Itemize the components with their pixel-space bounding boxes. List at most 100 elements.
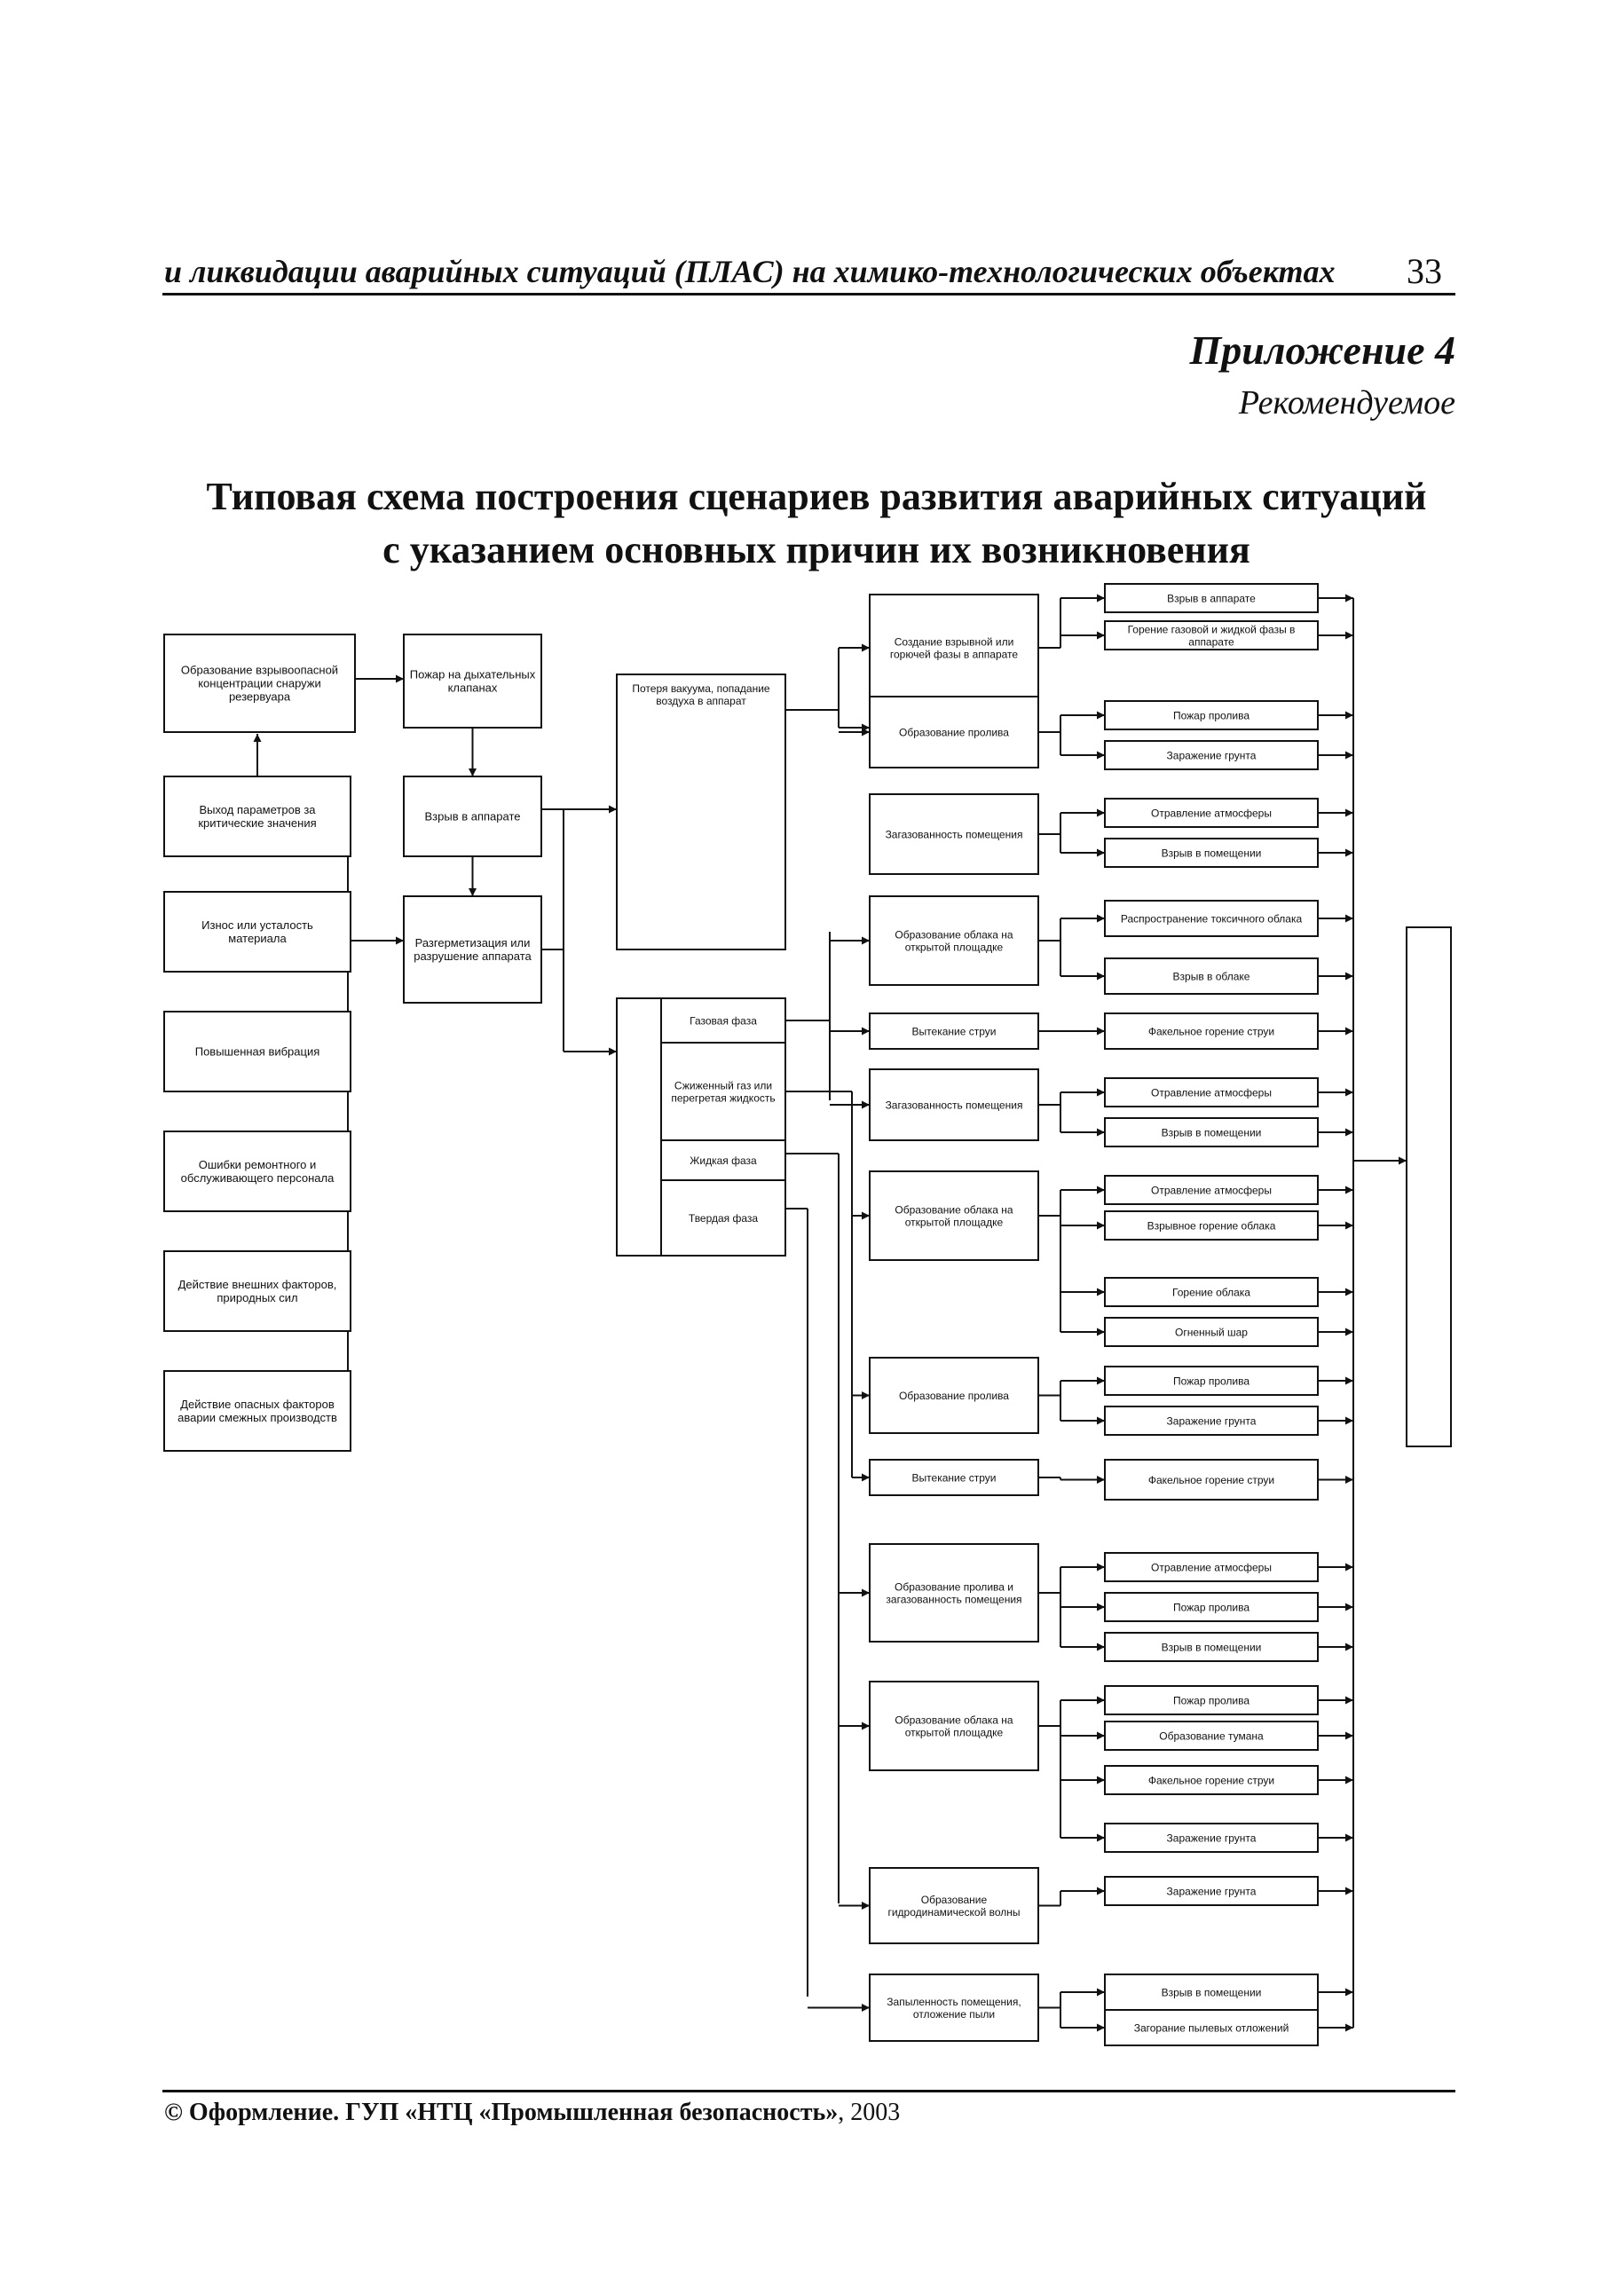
lqd-1-outcome-1-box bbox=[1104, 1552, 1319, 1582]
lqd-1-outcome-2-box bbox=[1104, 1592, 1319, 1622]
external-concentration-box bbox=[163, 634, 356, 733]
gas-3-outcome-2-box bbox=[1104, 1117, 1319, 1147]
appendix-title: Приложение 4 bbox=[1189, 327, 1455, 373]
connector-lines bbox=[253, 594, 1407, 2032]
apparatus-explosion-label: Взрыв в аппарате bbox=[425, 810, 521, 823]
liq-1-outcome-3-box bbox=[1104, 1277, 1319, 1307]
sol-1-outcome-1-box bbox=[1104, 1974, 1319, 2011]
vac-2-outcome-2-box bbox=[1104, 740, 1319, 770]
liq-1-outcome-3-label: Горение облака bbox=[1172, 1286, 1250, 1298]
footer-year: , 2003 bbox=[838, 2099, 901, 2126]
sol-1-outcome-1-label: Взрыв в помещении bbox=[1162, 1986, 1262, 1998]
lqd-3-outcome-1-label: Заражение грунта bbox=[1167, 1885, 1257, 1897]
sol-1-event-box bbox=[869, 1974, 1039, 2042]
gas-1-outcome-2-label: Взрыв в облаке bbox=[1173, 970, 1250, 982]
sol-1-outcome-2-label: Загорание пылевых отложений bbox=[1134, 2021, 1289, 2034]
lqd-2-outcome-2-box bbox=[1104, 1721, 1319, 1751]
cause-4-box bbox=[163, 1131, 351, 1212]
phase-4-box bbox=[660, 1179, 786, 1257]
vac-2-event-label: Образование пролива bbox=[899, 726, 1009, 738]
valve-fire-box bbox=[403, 634, 542, 729]
document-title-lead: Типовая bbox=[206, 475, 357, 518]
cause-3-label: Повышенная вибрация bbox=[195, 1045, 320, 1059]
lqd-2-outcome-4-box bbox=[1104, 1823, 1319, 1853]
gas-2-event-box bbox=[869, 1012, 1039, 1050]
page-number: 33 bbox=[1407, 251, 1442, 291]
gas-3-event-box bbox=[869, 1068, 1039, 1141]
footer-publisher: Оформление. ГУП «НТЦ «Промышленная безоп… bbox=[182, 2099, 839, 2126]
lqd-1-outcome-3-box bbox=[1104, 1632, 1319, 1662]
document-title-line1: схема построения сценариев развития авар… bbox=[356, 475, 1427, 518]
apparatus-explosion-box bbox=[403, 776, 542, 857]
vac-2-outcome-2-label: Заражение грунта bbox=[1167, 749, 1257, 761]
phase-1-box bbox=[660, 997, 786, 1044]
vacuum-loss-box bbox=[616, 674, 786, 950]
cause-5-label: Действие внешних факторов,природных сил bbox=[178, 1278, 337, 1304]
sol-1-event-label: Запыленность помещения,отложение пыли bbox=[887, 1996, 1021, 2021]
cause-2-box bbox=[163, 891, 351, 973]
vac-1-outcome-1-box bbox=[1104, 583, 1319, 613]
liq-3-event-box bbox=[869, 1459, 1039, 1496]
gas-3-outcome-2-label: Взрыв в помещении bbox=[1162, 1126, 1262, 1138]
running-title: и ликвидации аварийных ситуаций (ПЛАС) н… bbox=[164, 254, 1336, 289]
lqd-2-outcome-2-label: Образование тумана bbox=[1159, 1729, 1264, 1742]
phase-1-label: Газовая фаза bbox=[690, 1014, 757, 1027]
liq-3-event-label: Вытекание струи bbox=[912, 1471, 997, 1484]
gas-1-outcome-1-label: Распространение токсичного облака bbox=[1121, 912, 1303, 925]
liq-2-event-box bbox=[869, 1357, 1039, 1434]
cause-5-box bbox=[163, 1250, 351, 1332]
liq-1-outcome-2-box bbox=[1104, 1210, 1319, 1241]
gas-1-outcome-2-box bbox=[1104, 957, 1319, 995]
header-rule bbox=[162, 293, 1455, 295]
room-outcome-1-label: Отравление атмосферы bbox=[1151, 807, 1272, 819]
depressurization-box bbox=[403, 895, 542, 1004]
outflow-label-box bbox=[616, 997, 662, 1257]
cause-1-box bbox=[163, 776, 351, 857]
phase-4-label: Твердая фаза bbox=[689, 1212, 759, 1225]
lqd-1-outcome-1-label: Отравление атмосферы bbox=[1151, 1561, 1272, 1573]
cause-6-box bbox=[163, 1370, 351, 1452]
room-outcome-2-label: Взрыв в помещении bbox=[1162, 847, 1262, 859]
lqd-2-outcome-3-box bbox=[1104, 1765, 1319, 1795]
gas-3-outcome-1-label: Отравление атмосферы bbox=[1151, 1086, 1272, 1099]
lqd-3-event-box bbox=[869, 1867, 1039, 1944]
document-title-line2: с указанием основных причин их возникнов… bbox=[382, 528, 1250, 571]
lqd-1-outcome-2-label: Пожар пролива bbox=[1173, 1601, 1250, 1613]
liq-2-outcome-1-box bbox=[1104, 1366, 1319, 1396]
liq-1-outcome-2-label: Взрывное горение облака bbox=[1147, 1219, 1276, 1232]
liq-2-outcome-1-label: Пожар пролива bbox=[1173, 1375, 1250, 1387]
liq-1-event-box bbox=[869, 1170, 1039, 1261]
phase-3-label: Жидкая фаза bbox=[690, 1154, 757, 1167]
liq-3-outcome-1-box bbox=[1104, 1459, 1319, 1501]
room-outcome-2-box bbox=[1104, 838, 1319, 868]
vac-1-outcome-2-box bbox=[1104, 620, 1319, 650]
liq-1-outcome-1-box bbox=[1104, 1175, 1319, 1205]
lqd-2-event-box bbox=[869, 1681, 1039, 1771]
vac-2-outcome-1-box bbox=[1104, 700, 1319, 730]
gas-3-event-label: Загазованность помещения bbox=[886, 1099, 1023, 1111]
liq-3-outcome-1-label: Факельное горение струи bbox=[1148, 1474, 1274, 1486]
appendix-subtitle: Рекомендуемое bbox=[1238, 384, 1455, 422]
lqd-1-event-box bbox=[869, 1543, 1039, 1643]
footer: © Оформление. ГУП «НТЦ «Промышленная без… bbox=[164, 2099, 900, 2127]
vac-2-event-box bbox=[869, 696, 1039, 768]
lqd-2-outcome-1-box bbox=[1104, 1685, 1319, 1715]
liq-1-outcome-4-box bbox=[1104, 1317, 1319, 1347]
liq-2-event-label: Образование пролива bbox=[899, 1390, 1009, 1402]
footer-rule bbox=[162, 2090, 1455, 2092]
